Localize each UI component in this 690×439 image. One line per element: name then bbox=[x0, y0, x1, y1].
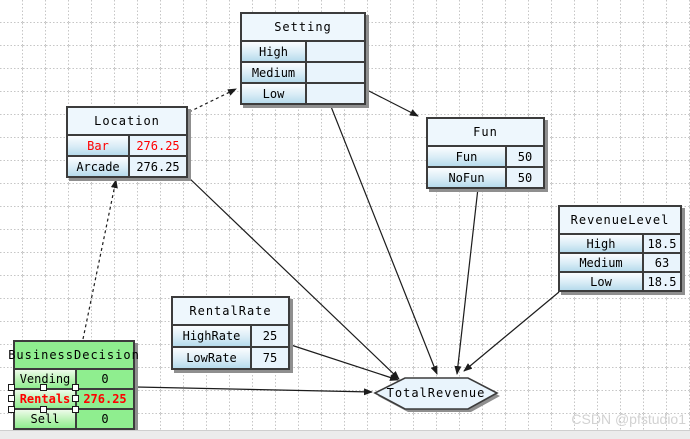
state-label: Low bbox=[560, 273, 644, 290]
state-value: 276.25 bbox=[77, 390, 133, 408]
edge-setting-to-total_revenue[interactable] bbox=[329, 103, 438, 375]
state-row[interactable]: Arcade 276.25 bbox=[68, 155, 186, 176]
state-value: 63 bbox=[644, 254, 680, 271]
edge-revenue_level-to-total_revenue[interactable] bbox=[463, 291, 560, 372]
state-row[interactable]: Medium 63 bbox=[560, 252, 680, 271]
selection-handle[interactable] bbox=[72, 384, 79, 391]
node-title: Setting bbox=[242, 14, 364, 40]
node-revenue-level[interactable]: RevenueLevel High 18.5 Medium 63 Low 18.… bbox=[558, 205, 682, 292]
state-label: Rentals bbox=[15, 390, 77, 408]
state-label: Vending bbox=[15, 370, 77, 388]
selection-handle[interactable] bbox=[72, 395, 79, 402]
node-total-revenue[interactable]: TotalRevenue bbox=[373, 377, 500, 412]
state-label: Low bbox=[242, 84, 307, 103]
selection-handle[interactable] bbox=[8, 395, 15, 402]
state-label: Bar bbox=[68, 136, 130, 155]
node-business-decision[interactable]: BusinessDecision Vending 0 Rentals 276.2… bbox=[8, 340, 139, 430]
node-rental-rate[interactable]: RentalRate HighRate 25 LowRate 75 bbox=[171, 296, 290, 370]
node-title: BusinessDecision bbox=[8, 342, 139, 368]
state-value: 18.5 bbox=[644, 235, 680, 252]
node-title: Fun bbox=[428, 119, 543, 145]
state-value: 18.5 bbox=[644, 273, 680, 290]
state-value: 25 bbox=[252, 326, 288, 346]
node-title: RevenueLevel bbox=[560, 207, 680, 233]
edge-business_decision-to-location[interactable] bbox=[82, 179, 118, 340]
state-row[interactable]: High bbox=[242, 40, 364, 61]
selection-handle[interactable] bbox=[8, 384, 15, 391]
edge-fun-to-total_revenue[interactable] bbox=[454, 187, 479, 375]
state-value: 276.25 bbox=[130, 157, 186, 176]
state-value: 276.25 bbox=[130, 136, 186, 155]
state-value: 0 bbox=[77, 410, 133, 428]
state-row[interactable]: Vending 0 bbox=[15, 368, 133, 388]
selection-handle[interactable] bbox=[40, 406, 47, 413]
canvas-bottom-strip bbox=[0, 430, 690, 439]
node-title: RentalRate bbox=[173, 298, 288, 324]
state-label: Sell bbox=[15, 410, 77, 428]
state-value bbox=[307, 42, 364, 61]
state-row[interactable]: Low 18.5 bbox=[560, 271, 680, 290]
selection-handle[interactable] bbox=[40, 384, 47, 391]
edge-setting-to-fun[interactable] bbox=[366, 89, 419, 117]
state-row[interactable]: HighRate 25 bbox=[173, 324, 288, 346]
state-row[interactable]: LowRate 75 bbox=[173, 346, 288, 368]
state-label: Arcade bbox=[68, 157, 130, 176]
state-row[interactable]: Bar 276.25 bbox=[68, 134, 186, 155]
state-value bbox=[307, 63, 364, 82]
edge-business_decision-to-total_revenue[interactable] bbox=[135, 386, 373, 396]
edge-location-to-total_revenue[interactable] bbox=[186, 175, 400, 380]
state-label: LowRate bbox=[173, 348, 252, 368]
state-label: High bbox=[560, 235, 644, 252]
state-row[interactable]: NoFun 50 bbox=[428, 166, 543, 187]
hexagon-shape[interactable] bbox=[373, 377, 499, 410]
node-fun[interactable]: Fun Fun 50 NoFun 50 bbox=[426, 117, 545, 189]
selection-handle[interactable] bbox=[8, 406, 15, 413]
state-label: Medium bbox=[560, 254, 644, 271]
state-value: 0 bbox=[77, 370, 133, 388]
node-location[interactable]: Location Bar 276.25 Arcade 276.25 bbox=[66, 106, 188, 178]
state-row[interactable]: Fun 50 bbox=[428, 145, 543, 166]
node-title: Location bbox=[68, 108, 186, 134]
state-value bbox=[307, 84, 364, 103]
state-label: High bbox=[242, 42, 307, 61]
state-label: Fun bbox=[428, 147, 507, 166]
state-row[interactable]: Low bbox=[242, 82, 364, 103]
state-label: NoFun bbox=[428, 168, 507, 187]
node-title: TotalRevenue bbox=[387, 386, 486, 400]
state-value: 75 bbox=[252, 348, 288, 368]
watermark: CSDN @pfstudio1 bbox=[571, 411, 686, 427]
state-row[interactable]: Medium bbox=[242, 61, 364, 82]
state-label: Medium bbox=[242, 63, 307, 82]
state-label: HighRate bbox=[173, 326, 252, 346]
edge-location-to-setting[interactable] bbox=[188, 88, 237, 113]
state-row[interactable]: High 18.5 bbox=[560, 233, 680, 252]
state-value: 50 bbox=[507, 147, 543, 166]
edge-rental_rate-to-total_revenue[interactable] bbox=[290, 344, 399, 381]
node-setting[interactable]: Setting High Medium Low bbox=[240, 12, 366, 105]
state-value: 50 bbox=[507, 168, 543, 187]
selection-handle[interactable] bbox=[72, 406, 79, 413]
